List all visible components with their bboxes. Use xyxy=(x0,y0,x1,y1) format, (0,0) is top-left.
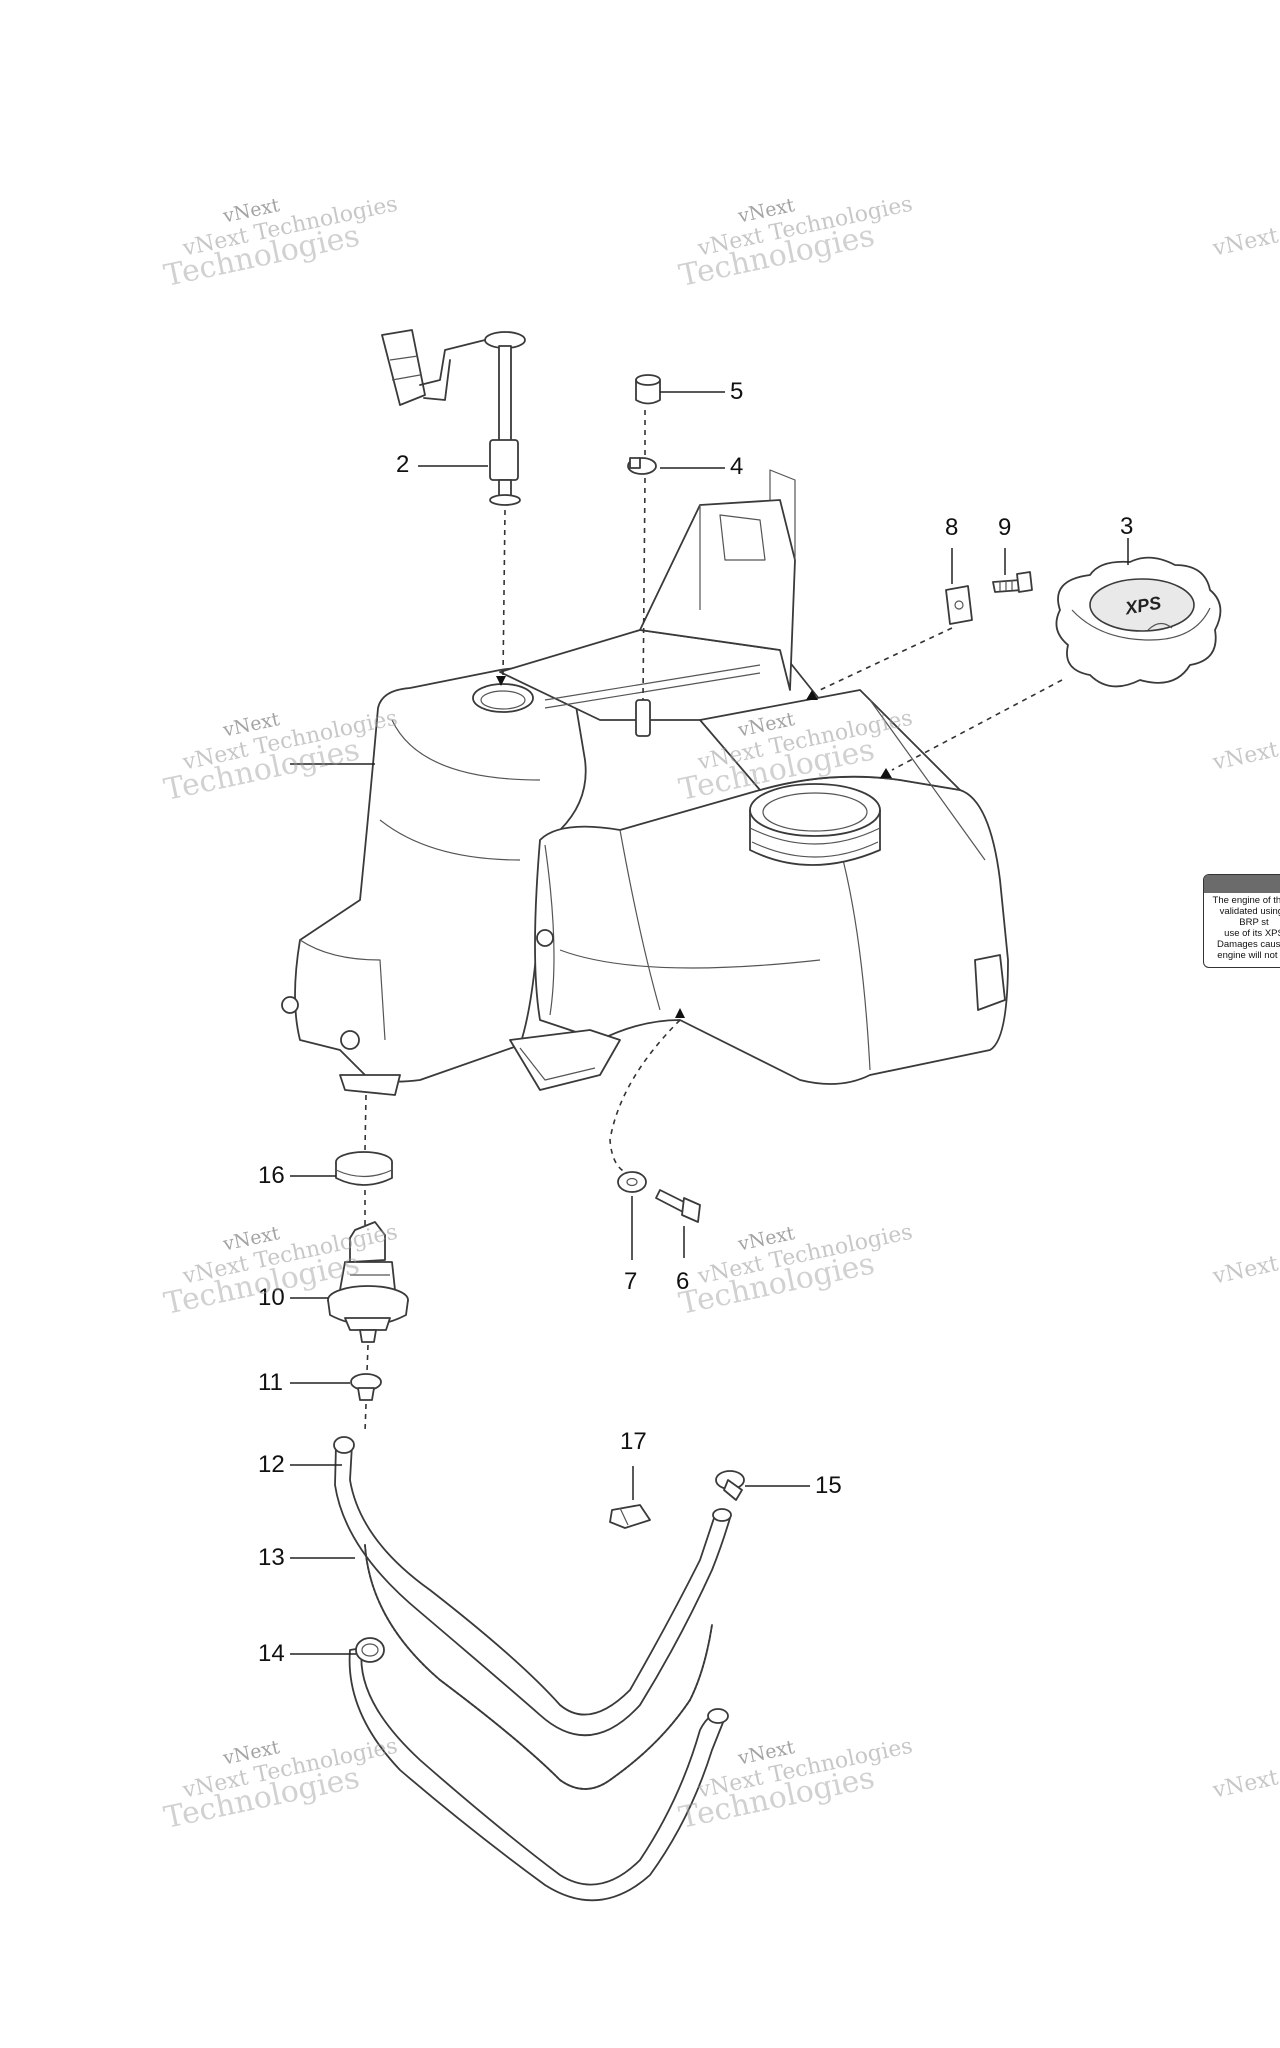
part-8-plate xyxy=(945,585,973,625)
callout-9: 9 xyxy=(998,514,1012,541)
callout-12: 12 xyxy=(258,1451,285,1478)
callout-10: 10 xyxy=(258,1284,285,1311)
notice-label-header xyxy=(1204,875,1280,893)
part-6-bolt xyxy=(655,1189,701,1223)
leader-lines xyxy=(290,391,1129,1655)
part-16-clamp xyxy=(335,1151,393,1186)
arrow-marker-icon xyxy=(880,768,892,778)
notice-label-text: The engine of this s validated using t B… xyxy=(1212,895,1280,961)
callout-5: 5 xyxy=(730,378,744,405)
callout-11: 11 xyxy=(258,1369,283,1396)
part-2-level-sensor xyxy=(381,329,526,506)
callout-2: 2 xyxy=(396,451,410,478)
callout-13: 13 xyxy=(258,1544,285,1571)
callout-4: 4 xyxy=(730,453,744,480)
part-12-hose xyxy=(333,1436,732,1737)
part-14-hose xyxy=(348,1637,729,1902)
callout-8: 8 xyxy=(945,514,959,541)
notice-label: The engine of this s validated using t B… xyxy=(1203,874,1280,968)
arrow-marker-icon xyxy=(675,1008,685,1018)
oil-tank xyxy=(281,469,1009,1096)
part-17-clamp xyxy=(609,1504,651,1529)
part-13-spring xyxy=(364,1544,713,1790)
part-7-washer xyxy=(617,1171,647,1193)
callout-3: 3 xyxy=(1120,513,1134,540)
callout-14: 14 xyxy=(258,1640,285,1667)
callout-7: 7 xyxy=(624,1268,638,1295)
part-11-clamp xyxy=(350,1373,382,1401)
part-9-screw xyxy=(992,571,1033,593)
part-3-filler-cap: XPS xyxy=(1055,556,1222,688)
callout-17: 17 xyxy=(620,1428,647,1455)
arrow-marker-icon xyxy=(496,676,506,686)
arrow-marker-icon xyxy=(806,690,818,700)
part-15-clamp xyxy=(715,1470,745,1501)
callout-16: 16 xyxy=(258,1162,285,1189)
part-4-clamp xyxy=(627,457,657,475)
part-5-cap xyxy=(635,374,661,405)
callout-15: 15 xyxy=(815,1472,842,1499)
part-10-valve xyxy=(327,1221,409,1343)
callout-6: 6 xyxy=(676,1268,690,1295)
